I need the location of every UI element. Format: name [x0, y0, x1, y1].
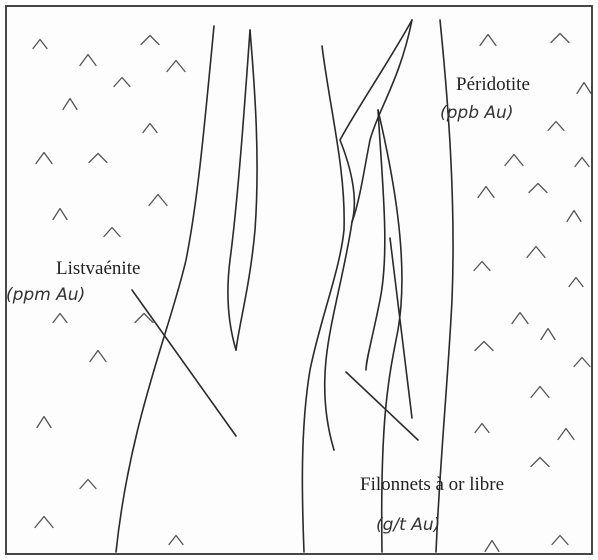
label-filonnets-unit: (g/t Au)	[376, 515, 440, 535]
label-peridotite-unit: (ppb Au)	[440, 103, 513, 123]
label-listvaenite-unit: (ppm Au)	[6, 285, 85, 305]
label-filonnets: Filonnets à or libre	[360, 474, 504, 495]
label-listvaenite: Listvaénite	[56, 258, 140, 279]
label-peridotite: Péridotite	[456, 74, 530, 95]
